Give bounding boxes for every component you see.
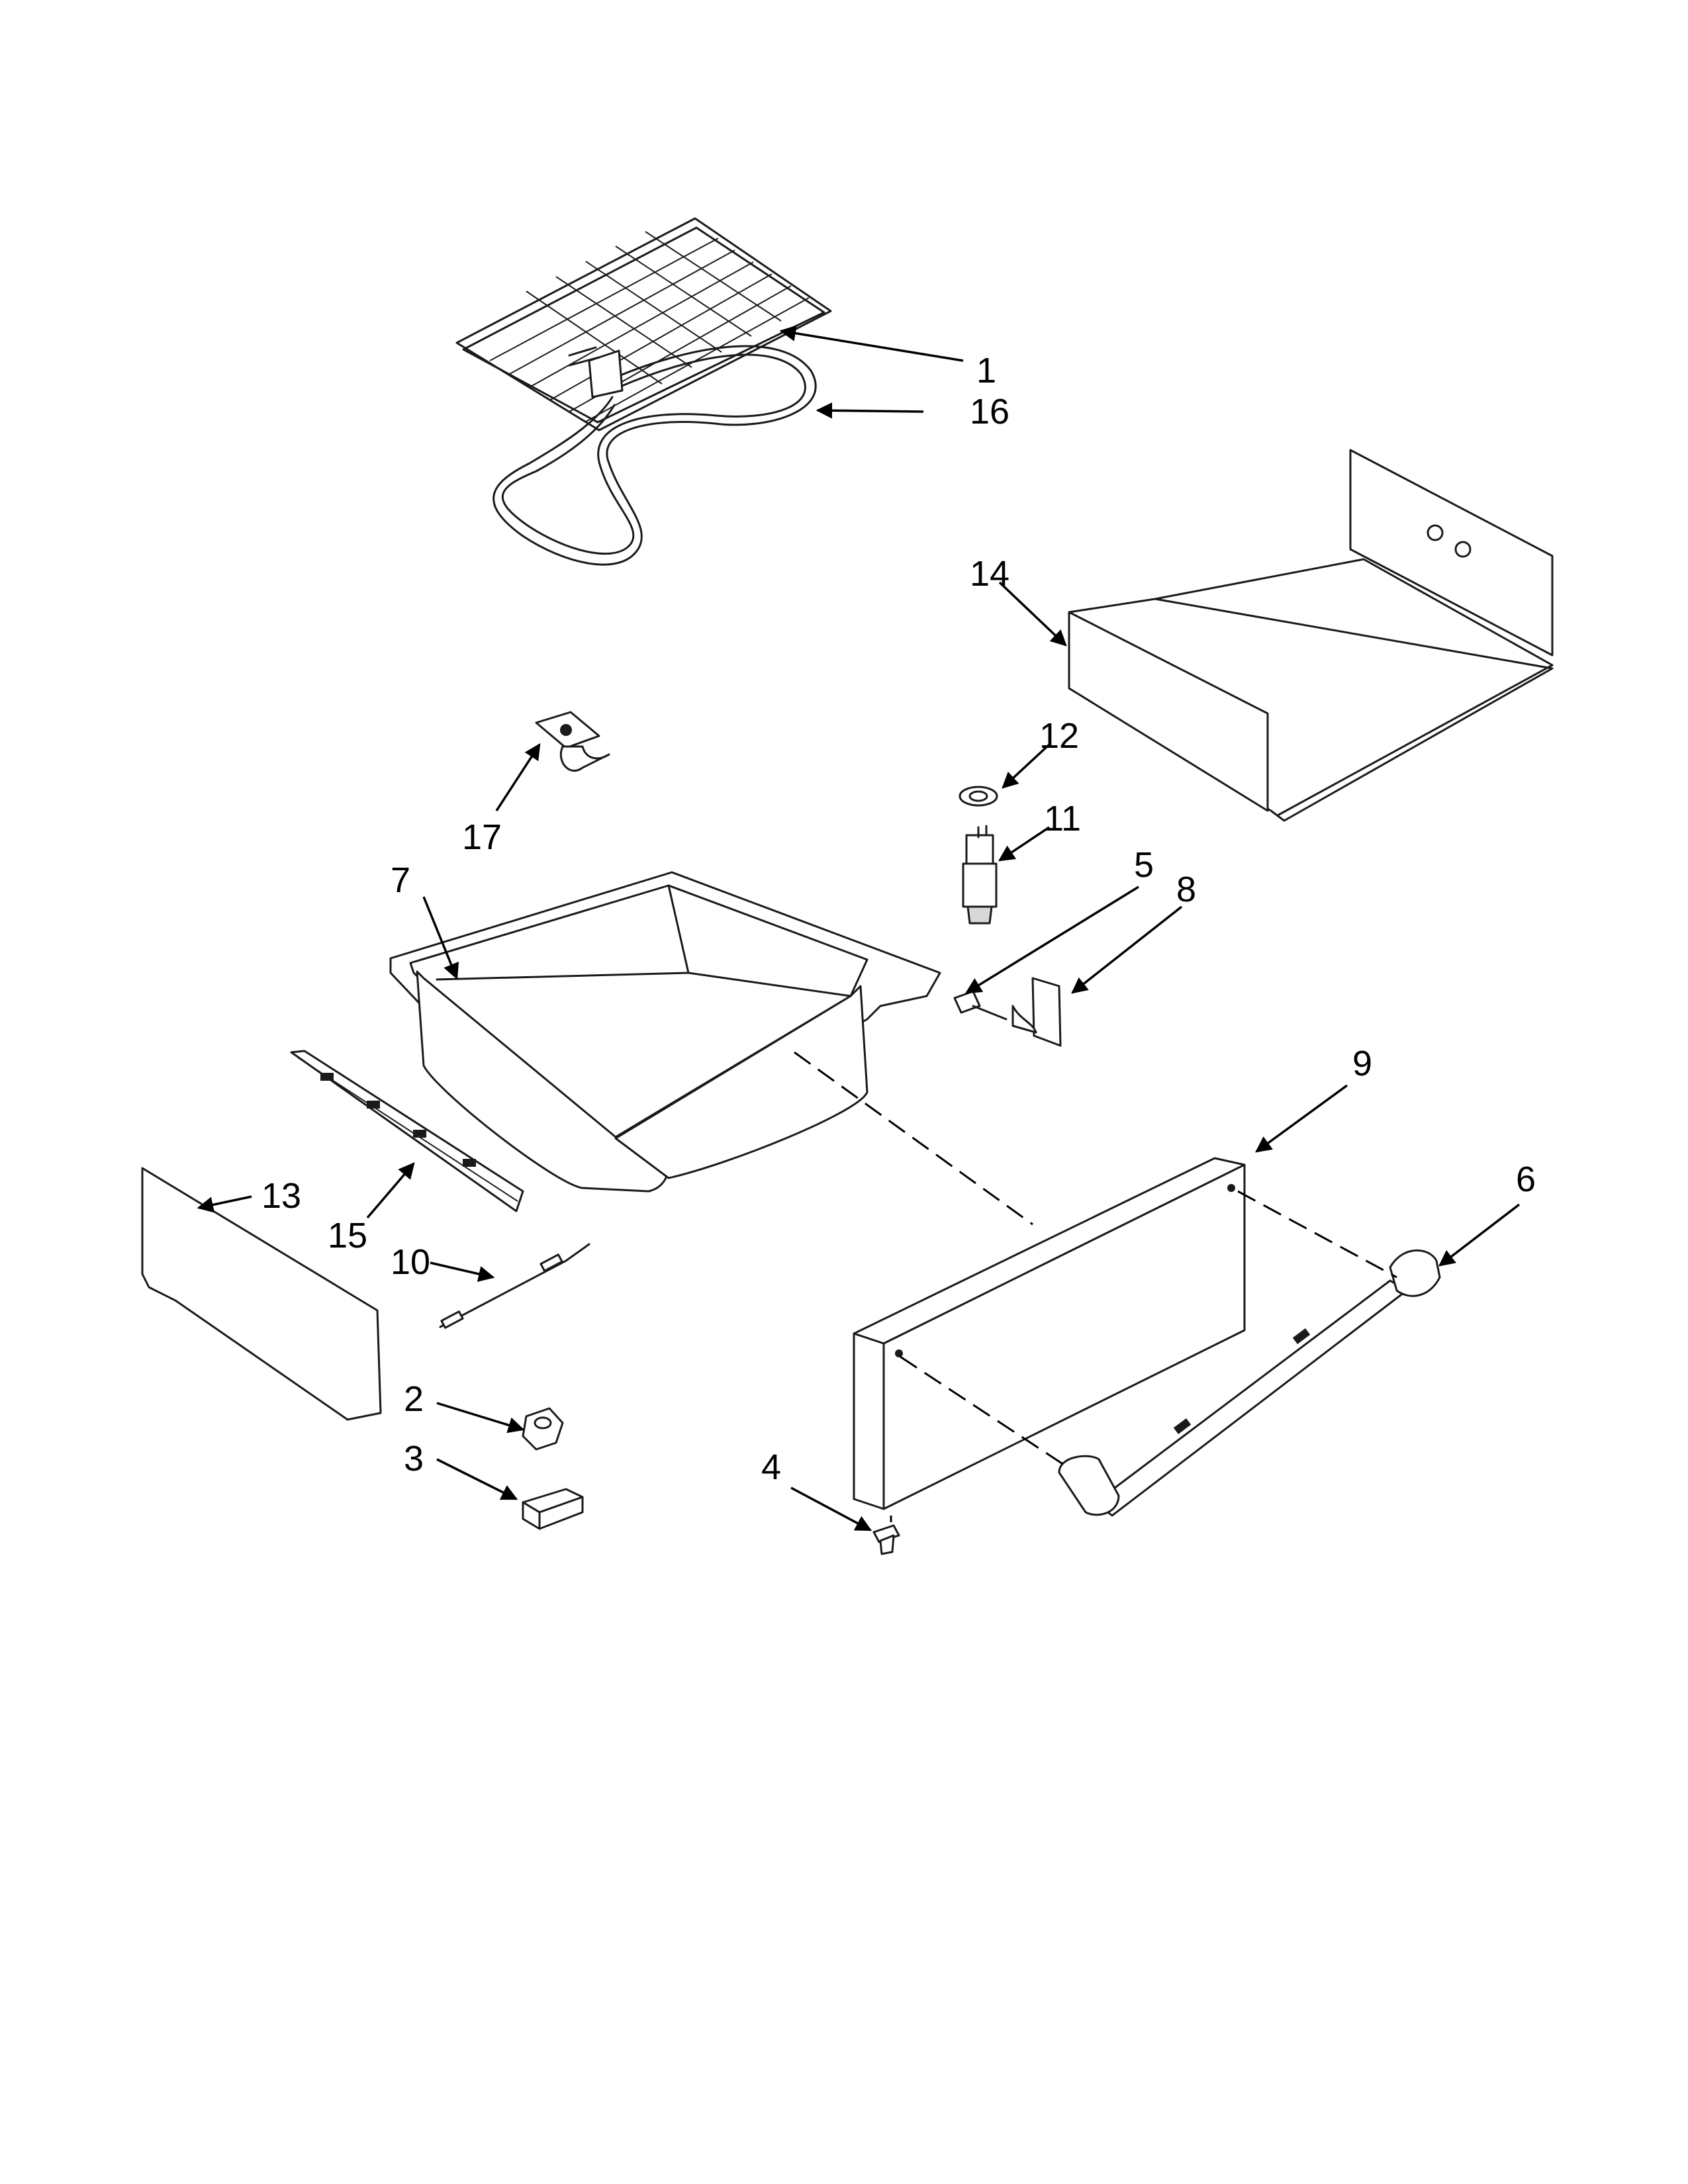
drawer-handle	[1058, 1249, 1441, 1517]
mounting-bracket	[535, 711, 610, 772]
callout-11: 11	[1044, 799, 1081, 839]
callout-leaders	[197, 325, 1521, 1531]
drawer-front-panel	[853, 1157, 1246, 1510]
callout-9: 9	[1352, 1044, 1372, 1083]
bake-element	[492, 345, 817, 566]
screw-5	[953, 990, 1008, 1021]
assembly-guide-lines	[794, 1051, 1397, 1522]
callout-13: 13	[261, 1176, 301, 1216]
callout-6: 6	[1516, 1160, 1536, 1199]
mounting-clip	[1011, 977, 1062, 1047]
hex-nut-2	[522, 1407, 564, 1451]
callout-4: 4	[761, 1447, 781, 1487]
drawer-glide-rail	[290, 1050, 524, 1212]
callout-10: 10	[391, 1242, 430, 1282]
callout-17: 17	[462, 817, 502, 857]
temperature-sensor	[439, 1243, 590, 1329]
callout-15: 15	[328, 1216, 367, 1255]
callout-7: 7	[391, 860, 410, 900]
callout-14: 14	[970, 554, 1009, 594]
hex-nut-12	[959, 786, 998, 807]
callout-1: 1	[976, 351, 996, 390]
callout-2: 2	[404, 1379, 424, 1419]
callout-3: 3	[404, 1439, 424, 1479]
drawer-pan	[389, 871, 941, 1193]
drawer-rear-panel	[141, 1167, 382, 1421]
screw-4	[872, 1524, 900, 1555]
callout-16: 16	[970, 392, 1009, 432]
ignitor	[962, 825, 998, 925]
callout-12: 12	[1039, 716, 1079, 756]
broiler-pan-shield	[1068, 449, 1554, 822]
callout-labels: 1 2 3 4 5 6 7 8 9 10 11 12 13 14 15 16 1…	[261, 351, 1536, 1487]
foam-block	[522, 1488, 584, 1530]
oven-rack	[455, 217, 832, 432]
callout-8: 8	[1176, 870, 1196, 909]
callout-5: 5	[1134, 845, 1154, 885]
